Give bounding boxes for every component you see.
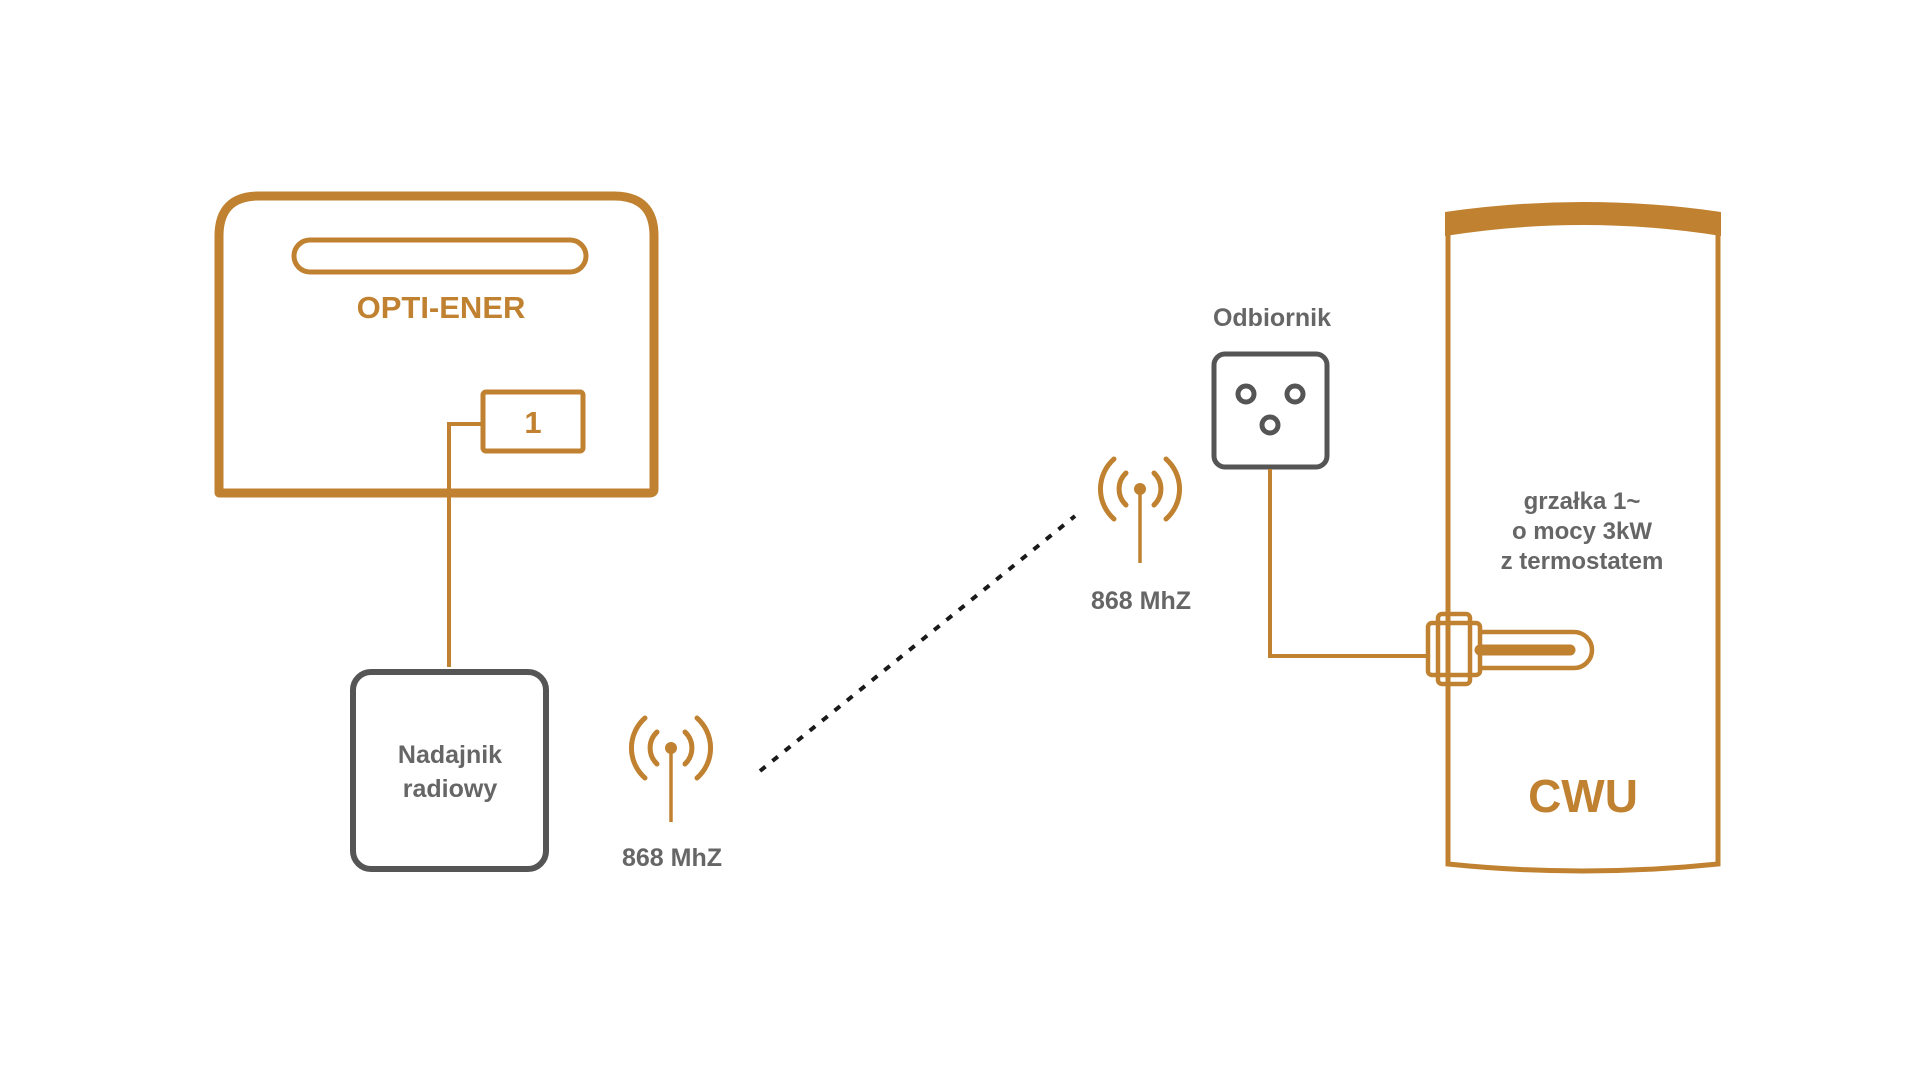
transmitter-frequency: 868 MhZ (622, 844, 722, 872)
controller-output-number: 1 (524, 405, 541, 440)
receiver: Odbiornik (1211, 304, 1331, 470)
controller-outline (214, 191, 659, 498)
receiver-label: Odbiornik (1213, 304, 1331, 332)
radio-transmitter: Nadajnik radiowy (350, 669, 549, 872)
heater-line-3: z termostatem (1501, 548, 1664, 575)
heater-description: grzałka 1~ o mocy 3kW z termostatem (1501, 488, 1664, 575)
transmitter-label-line-1: Nadajnik (398, 741, 502, 769)
immersion-heater-icon (1425, 611, 1595, 687)
radio-antenna-icon (629, 715, 713, 822)
controller-to-transmitter-wire (447, 422, 483, 667)
tank-body (1445, 225, 1721, 874)
radio-antenna-icon (1098, 456, 1182, 563)
controller-device: OPTI-ENER 1 (214, 191, 659, 498)
controller-output-box (480, 389, 586, 454)
wireless-link (758, 514, 1077, 773)
power-socket-icon (1211, 351, 1330, 470)
heater-line-1: grzałka 1~ (1524, 488, 1641, 515)
transmitter-label-line-2: radiowy (403, 775, 498, 803)
receiver-frequency: 868 MhZ (1091, 587, 1191, 615)
tank-label: CWU (1528, 770, 1638, 822)
receiver-to-heater-wire (1268, 469, 1430, 658)
controller-name: OPTI-ENER (357, 290, 526, 325)
hot-water-tank: CWU (1445, 202, 1721, 874)
transmitter-box (350, 669, 549, 872)
tank-cap (1445, 202, 1721, 236)
heater-line-2: o mocy 3kW (1512, 518, 1652, 545)
controller-display-slot (291, 237, 589, 275)
